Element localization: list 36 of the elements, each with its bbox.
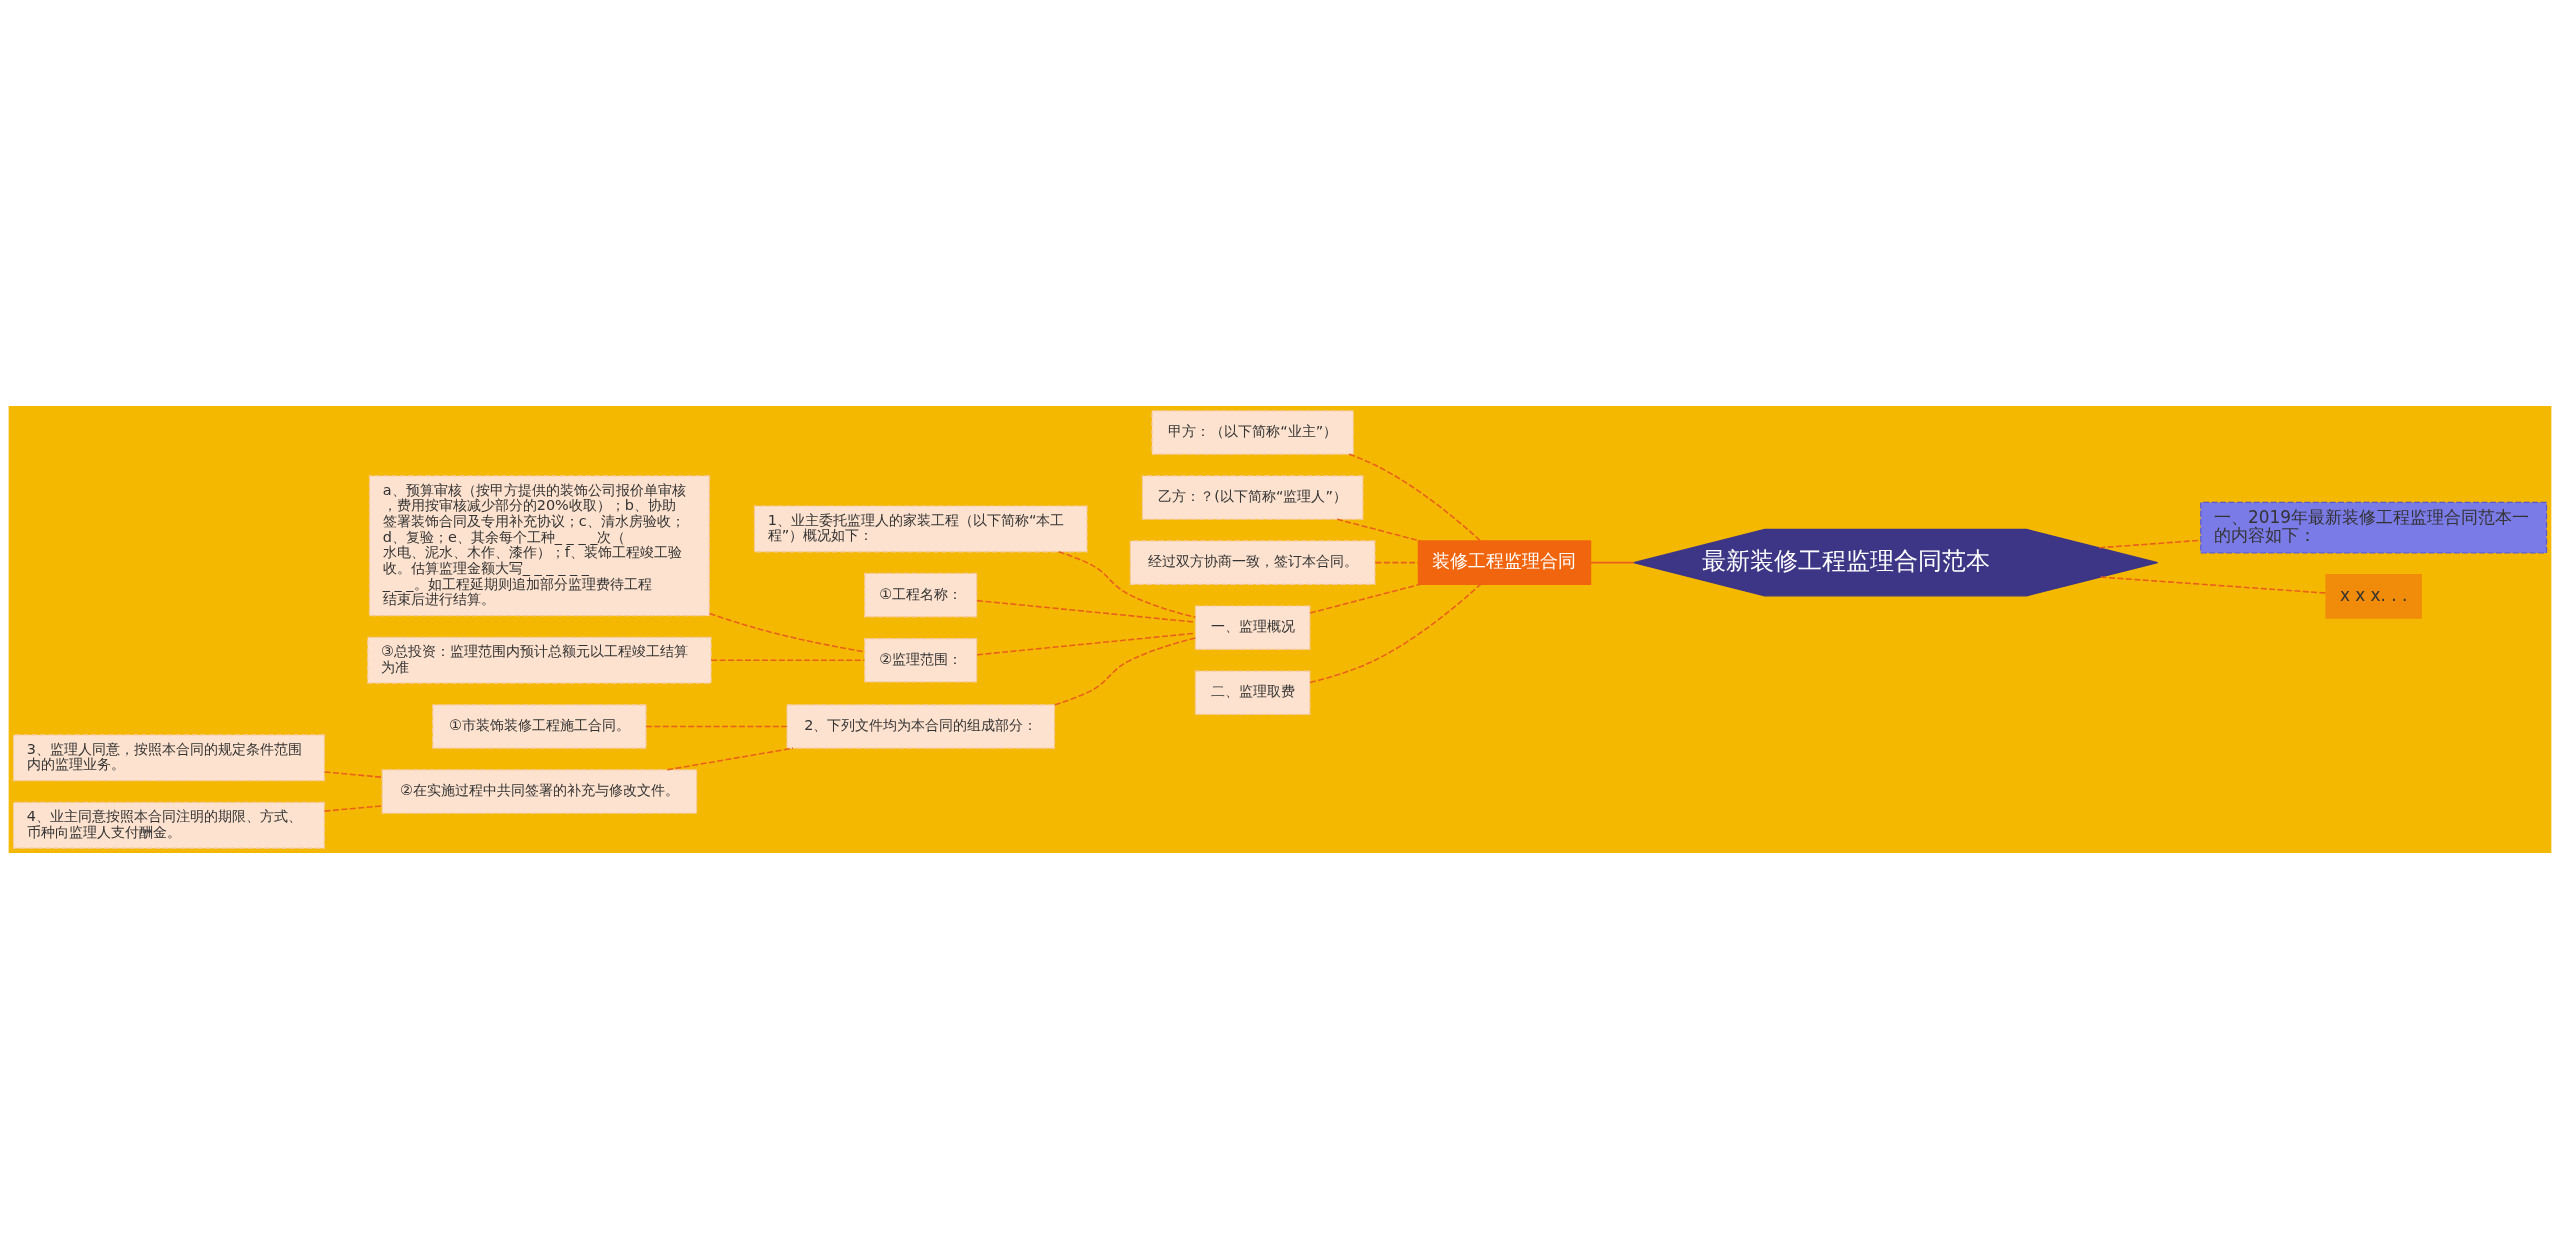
connector — [710, 659, 866, 661]
node-box: 一、监理概况 — [1194, 605, 1311, 650]
node-box: a、预算审核（按甲方提供的装饰公司报价单审核，费用按审核减少部分的20%收取）；b、协助签署装饰合同及专用补充协议；c、清水房验收；d、复验；e、其余每个工种_ _ _ _次（水电、泥水、木作、漆作）；f、装饰工程竣工验收。估算监理金额大写_ _ _ _ _ _ _ _ _。如工程延期则追加部分监理费待工程结束后进行结算。 — [368, 475, 710, 617]
node-box: 二、监理取费 — [1194, 670, 1311, 716]
node-box: 1、业主委托监理人的家装工程（以下简称“本工程”）概况如下： — [753, 505, 1088, 553]
node-box: 经过双方协商一致，签订本合同。 — [1129, 540, 1376, 585]
node-box: x x x. . . — [2325, 574, 2422, 619]
connector — [976, 632, 1196, 656]
connector — [1374, 561, 1419, 564]
node-box: 甲方：（以下简称“业主”） — [1151, 410, 1354, 455]
connector — [323, 805, 383, 812]
connector — [1053, 637, 1197, 706]
connector — [708, 612, 866, 653]
node-box: 3、监理人同意，按照本合同的规定条件范围内的监理业务。 — [12, 734, 325, 782]
node-box: ②在实施过程中共同签署的补充与修改文件。 — [381, 769, 698, 814]
connector — [2099, 576, 2327, 594]
connector — [976, 599, 1196, 623]
node-box: 一、2019年最新装修工程监理合同范本一的内容如下： — [2200, 501, 2548, 554]
connector — [1590, 561, 1635, 564]
node-box: 装修工程监理合同 — [1417, 540, 1592, 585]
node-box: ②监理范围： — [864, 637, 978, 683]
connector — [323, 771, 383, 778]
connector — [2098, 539, 2202, 549]
node-box: 4、业主同意按照本合同注明的期限、方式、币种向监理人支付酬金。 — [12, 801, 325, 849]
node-box: 乙方：？(以下简称“监理人”） — [1141, 475, 1364, 520]
connector — [1309, 583, 1421, 614]
node-box: 2、下列文件均为本合同的组成部分： — [786, 704, 1056, 749]
connector — [1348, 453, 1482, 542]
node-box: ①市装饰装修工程施工合同。 — [432, 704, 647, 749]
node-box: ①工程名称： — [864, 572, 978, 618]
connector — [666, 747, 794, 771]
connector — [1309, 583, 1482, 684]
connector — [1336, 518, 1421, 542]
node-box: ③总投资：监理范围内预计总额元以工程竣工结算为准 — [367, 636, 712, 684]
connector — [645, 725, 788, 728]
connector — [1057, 551, 1197, 619]
